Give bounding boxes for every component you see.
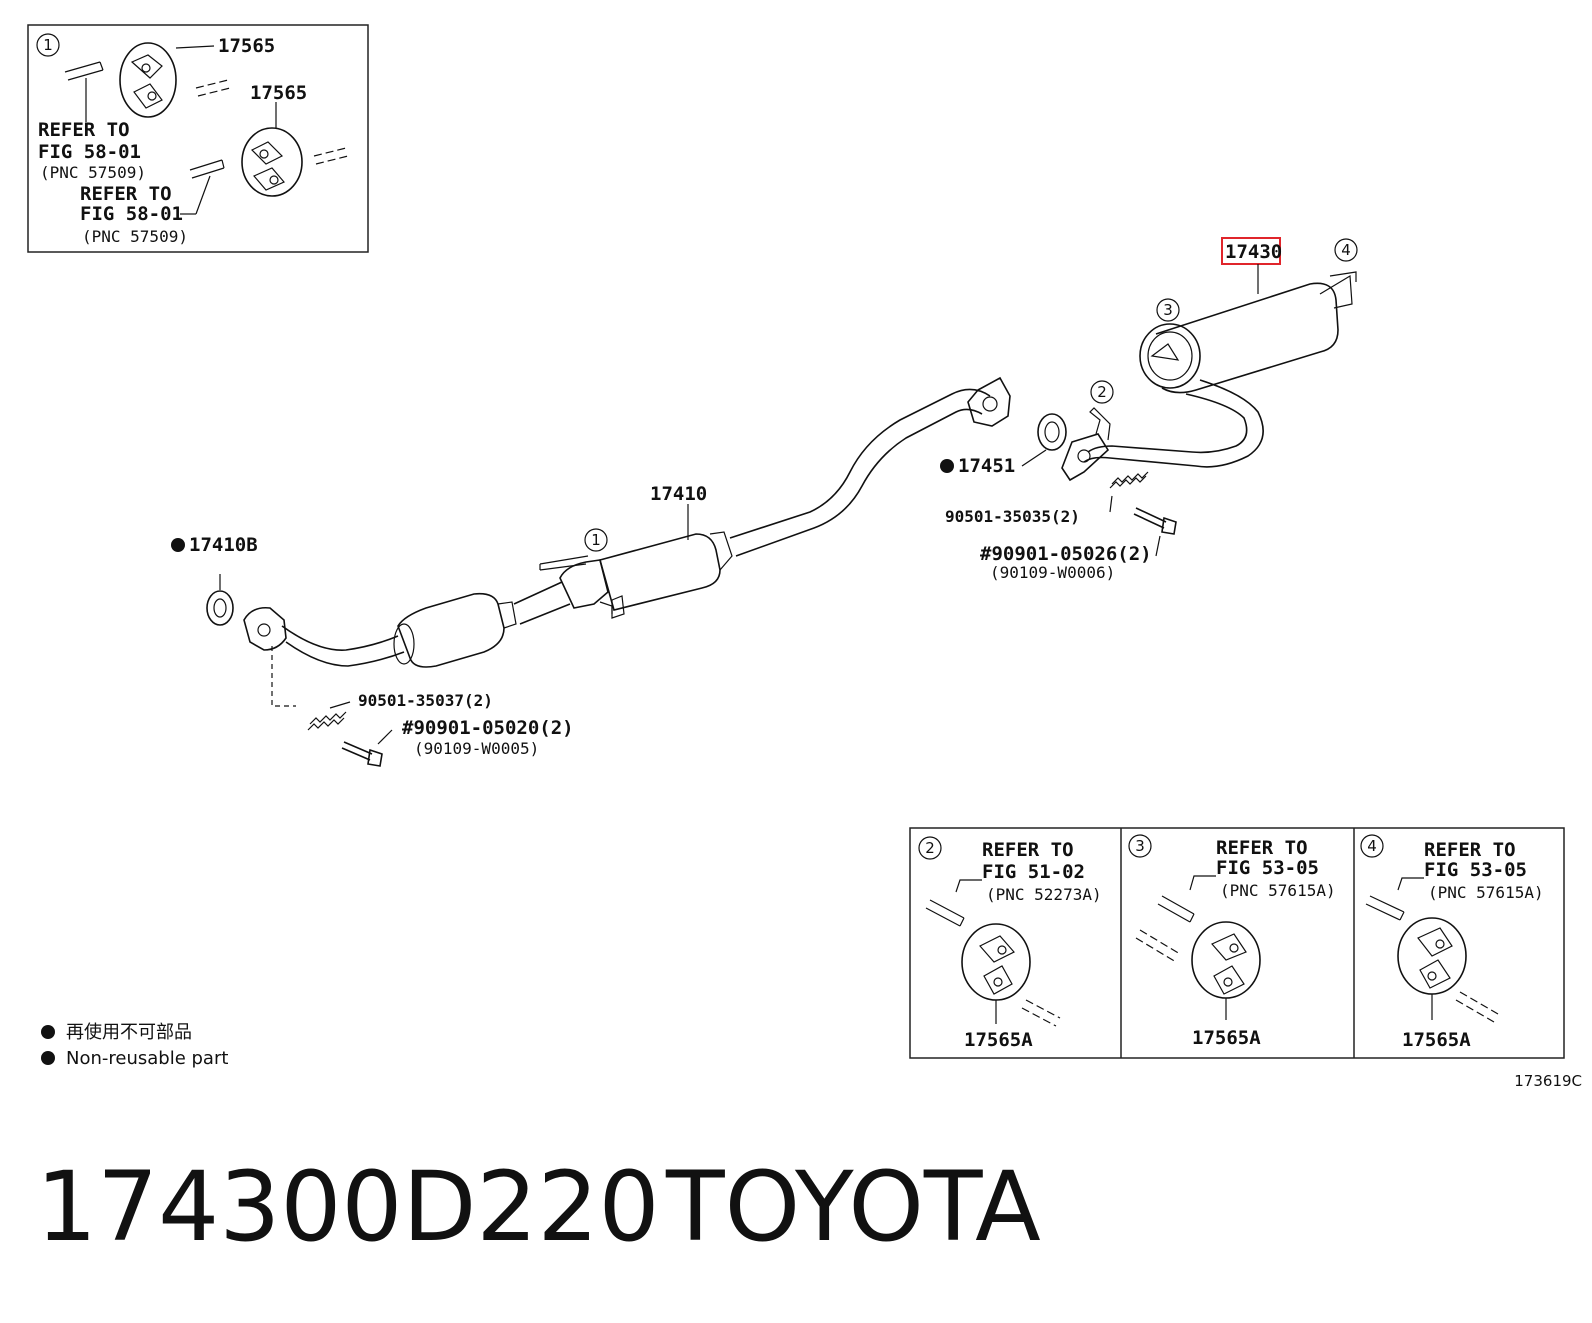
gasket-icon [206,590,234,626]
callout-3: 3 [1163,301,1173,319]
inset-4: 4 REFER TO FIG 53-05 (PNC 57615A) 17565A [1360,834,1544,1051]
muffler-icon [1139,271,1357,394]
bolt-upper-alt: (90109-W0006) [990,563,1115,582]
insets-bottom-frame [909,827,1565,1059]
spring-icon [309,711,347,725]
inset-3-ref-l1: REFER TO [1216,837,1308,859]
inset-2-num: 2 [925,839,935,857]
hanger-icon [119,42,177,118]
spring-upper-label[interactable]: 90501-35035(2) [945,507,1080,526]
inset-1-ref1-l2: FIG 58-01 [38,141,141,163]
gasket-17451-label[interactable]: 17451 [958,455,1015,477]
hanger-icon [1397,917,1467,995]
inset-1-ref1-l3: (PNC 57509) [40,163,146,182]
spring-icon [1111,471,1149,485]
inset-4-ref-l3: (PNC 57615A) [1428,883,1544,902]
muffler-part-label[interactable]: 17430 [1225,241,1282,263]
bolt-upper-label[interactable]: #90901-05026(2) [980,543,1152,565]
inset-3: 3 REFER TO FIG 53-05 (PNC 57615A) 17565A [1128,834,1336,1049]
muffler-highlight [1221,237,1281,265]
gasket-17410b-label[interactable]: 17410B [189,534,258,556]
spring-lower-label[interactable]: 90501-35037(2) [358,691,493,710]
bolt-icon [1133,507,1167,529]
legend-jp: 再使用不可部品 [66,1022,192,1043]
inset-2-ref-l1: REFER TO [982,839,1074,861]
non-reusable-dot [171,538,185,552]
non-reusable-dot [41,1051,55,1065]
bolt-lower-alt: (90109-W0005) [414,739,539,758]
insets-bottom: 2 REFER TO FIG 51-02 (PNC 52273A) 17565A… [909,827,1565,1059]
inset-1-ref2-l3: (PNC 57509) [82,227,188,246]
inset-1-part-a: 17565 [218,35,275,57]
inset-1-callout-circle [36,33,60,57]
legend-en: Non-reusable part [66,1048,228,1069]
title-part-number: 174300D220 [36,1151,660,1263]
bolt-lower-label[interactable]: #90901-05020(2) [402,717,574,739]
inset-2-ref-l2: FIG 51-02 [982,861,1085,883]
inset-4-num: 4 [1367,837,1377,855]
hanger-icon [241,127,303,197]
pipe-17410-label[interactable]: 17410 [650,483,707,505]
inset-3-num: 3 [1135,837,1145,855]
callout-2: 2 [1097,383,1107,401]
inset-1-ref2-l1: REFER TO [80,183,172,205]
inset-3-ref-l2: FIG 53-05 [1216,857,1319,879]
inset-3-ref-l3: (PNC 57615A) [1220,881,1336,900]
inset-4-ref-l2: FIG 53-05 [1424,859,1527,881]
hanger-icon [1191,921,1261,999]
bolt-icon [341,741,373,761]
non-reusable-dot [41,1025,55,1039]
inset-2-part[interactable]: 17565A [964,1029,1033,1051]
inset-1-num: 1 [43,36,53,54]
callout-4: 4 [1341,241,1351,259]
title-brand: TOYOTA [665,1151,1041,1263]
non-reusable-dot [940,459,954,473]
inset-1: 1 17565 17565 REFER TO FIG 58-0 [27,24,369,253]
figure-code: 173619C [1514,1072,1582,1090]
inset-2: 2 REFER TO FIG 51-02 (PNC 52273A) 17565A [918,836,1102,1051]
inset-2-ref-l3: (PNC 52273A) [986,885,1102,904]
inset-1-frame [27,24,369,253]
inset-1-ref2-l2: FIG 58-01 [80,203,183,225]
hanger-icon [961,923,1031,1001]
main-assembly: 17430 4 3 2 17451 90501-35035(2) #90901-… [171,237,1358,767]
front-pipe-icon [243,376,1011,668]
inset-4-ref-l1: REFER TO [1424,839,1516,861]
legend: 再使用不可部品 Non-reusable part [41,1022,228,1069]
inset-1-part-b: 17565 [250,82,307,104]
callout-1: 1 [591,531,601,549]
inset-1-ref1-l1: REFER TO [38,119,130,141]
inset-4-part[interactable]: 17565A [1402,1029,1471,1051]
gasket-icon [1037,413,1067,451]
inset-3-part[interactable]: 17565A [1192,1027,1261,1049]
